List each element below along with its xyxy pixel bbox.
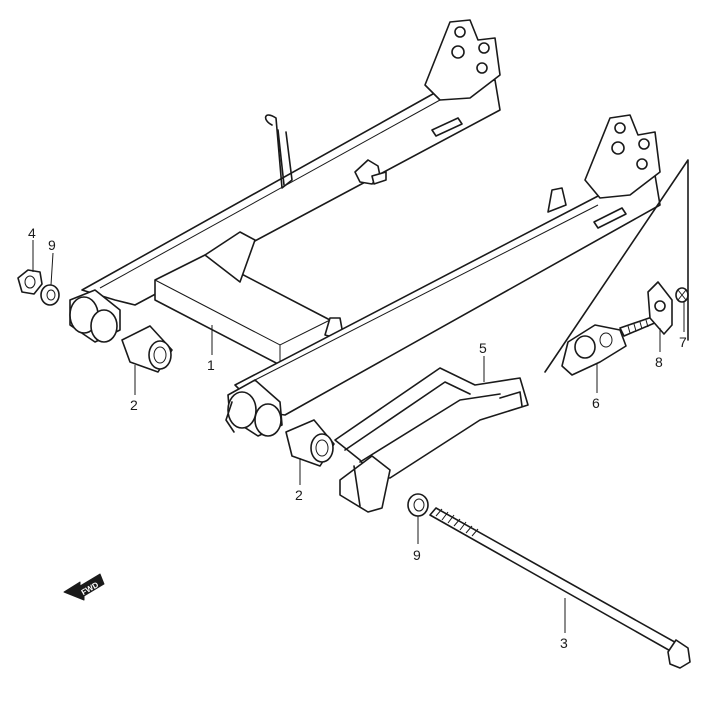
section-frame	[544, 159, 689, 373]
callout-part-4: 4	[28, 225, 36, 241]
nut	[17, 269, 43, 295]
chain-clip	[264, 114, 293, 189]
washer-upper	[40, 284, 60, 306]
callout-part-7: 7	[679, 334, 687, 350]
adjuster-bolt	[675, 287, 689, 303]
fwd-indicator: FWD	[63, 573, 105, 601]
arm-slot-lower	[593, 207, 627, 229]
callout-part-1: 1	[207, 357, 215, 373]
adjuster-plate	[647, 281, 673, 335]
arm-slot	[431, 117, 463, 137]
callout-part-6: 6	[592, 395, 600, 411]
callout-part-9-upper: 9	[48, 237, 56, 253]
pivot-shaft	[429, 507, 691, 669]
callout-part-8: 8	[655, 354, 663, 370]
arrow-left-icon	[63, 573, 105, 601]
chain-guide	[334, 367, 529, 513]
callout-part-5: 5	[479, 340, 487, 356]
washer-lower	[407, 493, 429, 517]
swingarm-left-arm	[81, 79, 501, 306]
pivot-shaft-head	[667, 639, 691, 669]
callout-part-9-lower: 9	[413, 547, 421, 563]
chain-adjuster	[561, 315, 658, 376]
bushing-lower	[285, 419, 335, 467]
leader-lines	[32, 240, 685, 633]
callout-part-2-lower: 2	[295, 487, 303, 503]
swingarm	[69, 19, 661, 437]
cross-member-gusset	[204, 231, 256, 283]
lower-arm-tab	[547, 187, 567, 213]
bushing-upper	[121, 325, 173, 373]
right-axle-plate	[584, 114, 661, 199]
left-axle-plate	[424, 19, 501, 101]
callout-part-3: 3	[560, 635, 568, 651]
callout-part-2-upper: 2	[130, 397, 138, 413]
